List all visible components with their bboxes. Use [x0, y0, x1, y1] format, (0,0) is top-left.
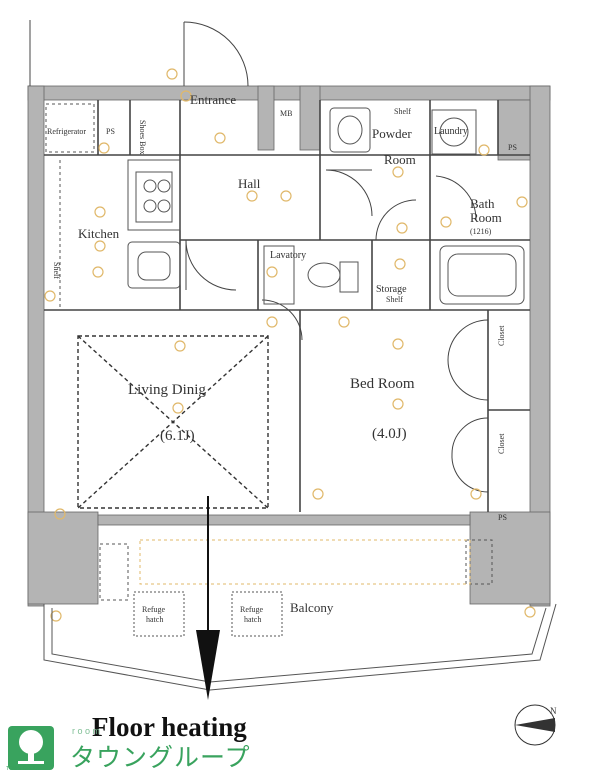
compass-n-label: N — [550, 706, 557, 716]
north-compass-icon: N — [514, 704, 557, 746]
lavatory-label: Lavatory — [270, 250, 306, 261]
tree-logo-icon — [8, 726, 54, 770]
room-labels: Entrance Refrigerator PS Shoes Box MB Sh… — [47, 92, 517, 624]
mb-label: MB — [280, 109, 292, 118]
storage-label: Storage — [376, 284, 407, 295]
refuge-hatch-1-label-1: Refuge — [142, 605, 166, 614]
floor-heating-arrow — [196, 496, 220, 700]
floor-heating-caption: Floor heating — [92, 712, 247, 742]
outer-walls — [27, 85, 551, 607]
ps-left-label: PS — [106, 127, 115, 136]
fixtures — [45, 103, 525, 310]
hall-label: Hall — [238, 176, 261, 191]
laundry-label: Laundry — [434, 126, 468, 137]
living-dining-heating-area — [77, 335, 269, 509]
balcony-label: Balcony — [290, 600, 334, 615]
shelf-kitchen-label: Shelf — [52, 262, 61, 279]
refuge-hatch-2-label-1: Refuge — [240, 605, 264, 614]
refuge-hatch-2-label-2: hatch — [244, 615, 261, 624]
brand-sub-label: TOWN GROUP — [6, 766, 41, 772]
powder-room-label-1: Powder — [372, 126, 412, 141]
bed-size-label: (4.0J) — [372, 426, 407, 442]
bath-room-label-2: Room — [470, 210, 502, 225]
kitchen-label: Kitchen — [78, 226, 120, 241]
brand-name-label: タウングループ — [70, 743, 251, 772]
shelf-top-label: Shelf — [394, 107, 411, 116]
brand-logo-area: TOWN GROUP r o o m タウングループ — [0, 718, 260, 776]
doors — [185, 169, 489, 493]
refuge-hatch-1-label-2: hatch — [146, 615, 163, 624]
powder-room-label-2: Room — [384, 152, 416, 167]
entrance-label: Entrance — [190, 92, 236, 107]
ps-right-label: PS — [508, 143, 517, 152]
ps-bottom-label: PS — [498, 513, 507, 522]
bath-room-label-1: Bath — [470, 196, 495, 211]
living-size-label: (6.1J) — [160, 428, 195, 444]
bed-room-label: Bed Room — [350, 376, 415, 392]
refrigerator-label: Refrigerator — [47, 127, 86, 136]
light-fixtures — [44, 68, 536, 622]
entrance-door — [29, 20, 249, 87]
closet-2-label: Closet — [497, 433, 506, 454]
living-dining-label: Living Dinig — [128, 382, 206, 398]
interior-walls — [44, 100, 530, 512]
bath-size-label: (1216) — [470, 227, 492, 236]
brand-url-label: r o o m — [72, 726, 101, 736]
closet-1-label: Closet — [497, 325, 506, 346]
shoes-box-label: Shoes Box — [138, 120, 147, 154]
storage-shelf-label: Shelf — [386, 295, 403, 304]
